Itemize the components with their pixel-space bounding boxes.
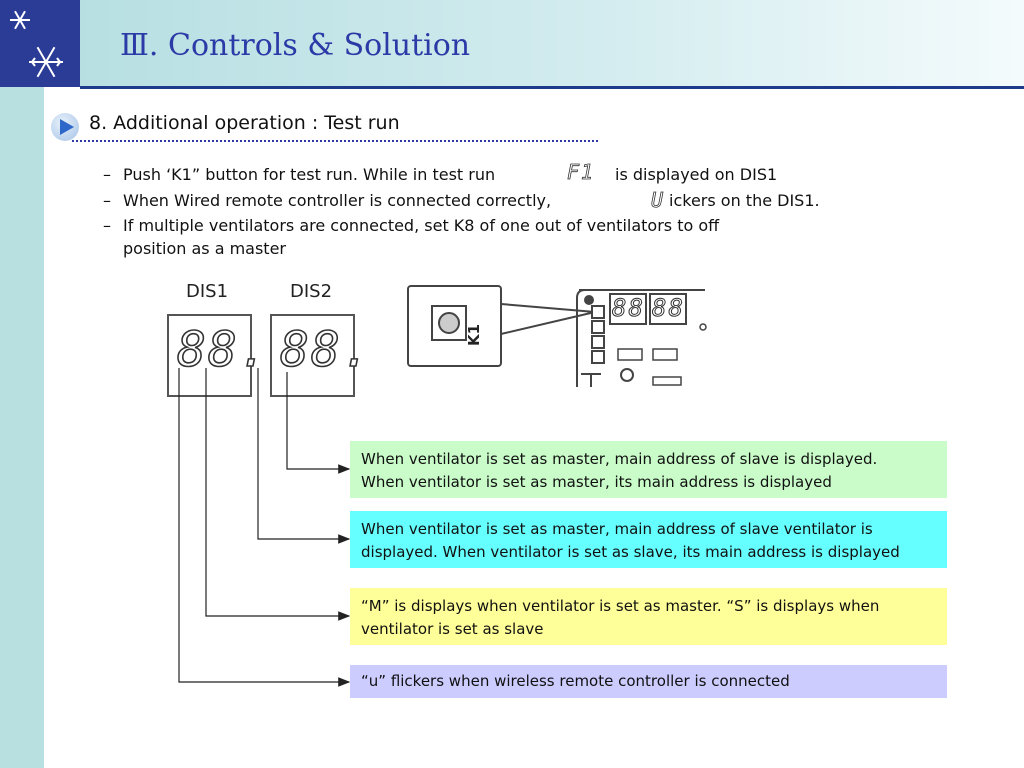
pcb-diagram	[407, 285, 707, 387]
dis2-digits: 88.	[279, 321, 373, 379]
bullet-dash: –	[103, 191, 111, 210]
section-underline	[72, 140, 598, 142]
logo-panel	[0, 0, 80, 87]
play-bullet-icon	[51, 113, 79, 141]
bullet-text: If multiple ventilators are connected, s…	[123, 216, 720, 235]
info-box-wireless: “u” flickers when wireless remote contro…	[350, 665, 947, 698]
info-text: displayed. When ventilator is set as sla…	[361, 543, 900, 561]
snowflake-icon	[10, 10, 63, 78]
info-box-master-slave: When ventilator is set as master, main a…	[350, 441, 947, 498]
bullet-dash: –	[103, 165, 111, 184]
dis2-label: DIS2	[290, 281, 333, 302]
bullet-text: ickers on the DIS1.	[669, 191, 820, 210]
section-title: 8. Additional operation : Test run	[89, 112, 400, 134]
dis1-label: DIS1	[186, 281, 229, 302]
board-display-1: 88	[612, 294, 645, 323]
info-box-m-s: “M” is displays when ventilator is set a…	[350, 588, 947, 645]
header-bar	[80, 0, 1024, 87]
bullet-text: When Wired remote controller is connecte…	[123, 191, 552, 210]
info-text: “u” flickers when wireless remote contro…	[361, 672, 790, 690]
info-text: “M” is displays when ventilator is set a…	[361, 597, 880, 615]
info-text: When ventilator is set as master, its ma…	[361, 473, 832, 491]
info-text: ventilator is set as slave	[361, 620, 544, 638]
dis1-digits: 88.	[176, 321, 270, 379]
dis2-display: 88.	[270, 314, 373, 397]
bullet-dash: –	[103, 216, 111, 235]
u-segment-glyph: U	[651, 188, 666, 212]
left-sidebar-strip	[0, 87, 44, 768]
info-box-slave-address: When ventilator is set as master, main a…	[350, 511, 947, 568]
f1-segment-glyph: F1	[567, 160, 596, 184]
page-title: Ⅲ. Controls & Solution	[120, 28, 471, 63]
info-text: When ventilator is set as master, main a…	[361, 520, 873, 538]
dis1-display: 88.	[167, 314, 270, 397]
header-divider	[80, 86, 1024, 89]
bullet-text: is displayed on DIS1	[615, 165, 778, 184]
bullet-text: position as a master	[123, 239, 286, 258]
info-text: When ventilator is set as master, main a…	[361, 450, 878, 468]
board-display-2: 88	[652, 294, 685, 323]
bullet-text: Push ‘K1” button for test run. While in …	[123, 165, 496, 184]
